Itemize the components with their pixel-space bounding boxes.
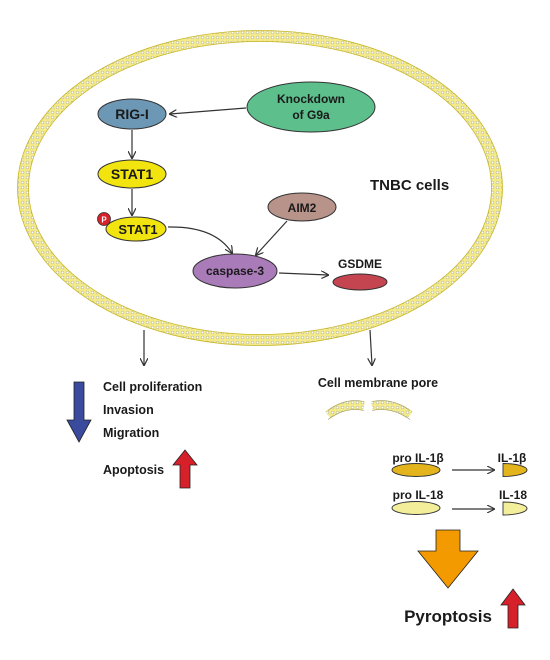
- pro-il18-shape: [391, 501, 441, 515]
- pore-label: Cell membrane pore: [318, 376, 438, 390]
- pstat1-node: STAT1 P: [97, 212, 167, 242]
- aim2-label: AIM2: [288, 201, 317, 215]
- pro-il1b-label: pro IL-1β: [392, 451, 443, 465]
- pyroptosis-increase-icon: [500, 588, 526, 629]
- gsdme-label: GSDME: [338, 257, 382, 271]
- pro-il1b-shape: [391, 463, 441, 477]
- phospho-label: P: [101, 216, 107, 225]
- aim2-node: AIM2: [267, 192, 337, 222]
- rig1-label: RIG-I: [115, 106, 148, 122]
- arrow-knockdown-to-rig1: [170, 107, 247, 114]
- stat1-node: STAT1: [97, 159, 167, 189]
- pyroptosis-label: Pyroptosis: [404, 607, 492, 626]
- increase-arrow-icon: [172, 449, 198, 489]
- il18-shape: [502, 501, 528, 516]
- caspase3-label: caspase-3: [206, 264, 264, 278]
- pyroptosis-arrow-icon: [417, 529, 479, 589]
- arrow-pstat1-to-caspase3: [167, 226, 232, 253]
- caspase3-node: caspase-3: [192, 253, 278, 289]
- rig1-node: RIG-I: [97, 98, 167, 130]
- knockdown-line2: of G9a: [292, 108, 330, 122]
- arrow-to-pore: [370, 329, 372, 365]
- cell-membrane: [17, 30, 503, 346]
- il1b-shape: [502, 463, 528, 477]
- knockdown-ellipse: [246, 81, 376, 133]
- phospho-icon: [97, 212, 111, 226]
- membrane-pore-icon: [325, 400, 413, 420]
- il1b-label: IL-1β: [498, 451, 527, 465]
- pro-il18-label: pro IL-18: [393, 488, 444, 502]
- apoptosis-label: Apoptosis: [103, 463, 164, 477]
- stat1-label: STAT1: [111, 166, 153, 182]
- effect-item: Cell proliferation: [103, 380, 202, 394]
- arrow-aim2-to-caspase3: [256, 220, 288, 255]
- effect-item: Migration: [103, 426, 159, 440]
- knockdown-g9a-node: Knockdown of G9a: [246, 81, 376, 133]
- cell-label: TNBC cells: [370, 177, 449, 194]
- decrease-arrow-icon: [66, 381, 92, 443]
- pstat1-label: STAT1: [118, 222, 157, 237]
- gsdme-node: GSDME: [332, 257, 388, 291]
- arrow-caspase3-to-gsdme: [278, 273, 328, 275]
- knockdown-line1: Knockdown: [277, 92, 345, 106]
- il18-label: IL-18: [499, 488, 527, 502]
- effect-item: Invasion: [103, 403, 154, 417]
